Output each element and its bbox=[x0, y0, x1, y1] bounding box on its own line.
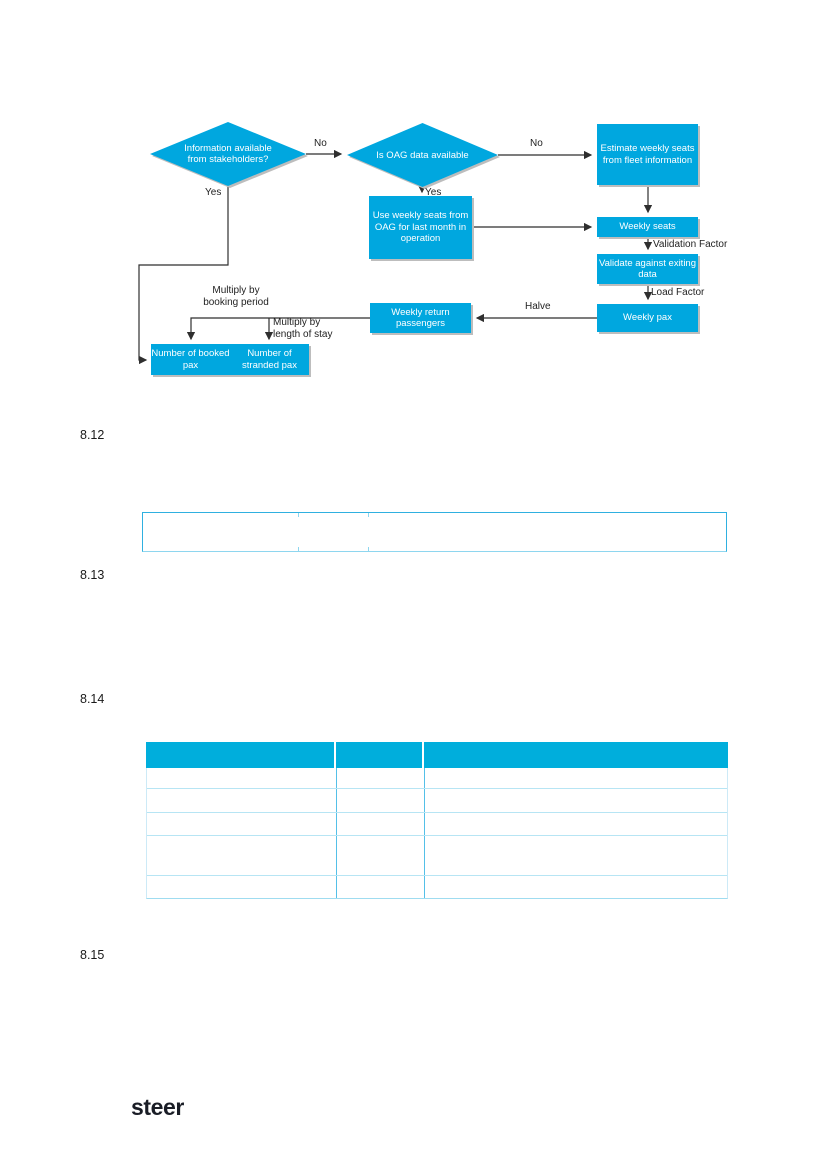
edge-label-multiply-booking-period: Multiply by booking period bbox=[203, 285, 269, 308]
node-use-weekly-seats-oag: Use weekly seats from OAG for last month… bbox=[369, 196, 472, 259]
edge-label-load-factor: Load Factor bbox=[651, 287, 705, 298]
data-table bbox=[146, 742, 728, 899]
table-cell bbox=[147, 836, 336, 875]
edge-label-no-2: No bbox=[530, 138, 543, 149]
edge-label-yes-2: Yes bbox=[425, 187, 442, 198]
table-cell bbox=[147, 768, 336, 788]
node-number-booked-pax: Number of booked pax bbox=[151, 344, 230, 375]
node-number-stranded-pax: Number of stranded pax bbox=[230, 344, 309, 375]
decision-label: Is OAG data available bbox=[376, 149, 469, 161]
table-cell bbox=[147, 876, 336, 898]
edge-label-halve: Halve bbox=[525, 301, 551, 312]
steer-logo: steer bbox=[131, 1094, 184, 1120]
table-cell bbox=[424, 768, 727, 788]
table-row bbox=[147, 836, 727, 876]
node-validate-against-exiting-data: Validate against exiting data bbox=[597, 254, 698, 284]
paragraph-number-8-15: 8.15 bbox=[80, 948, 105, 962]
table-cell bbox=[424, 876, 727, 898]
flowchart-connectors bbox=[138, 149, 653, 365]
table-header-cell bbox=[146, 742, 336, 768]
paragraph-number-8-12: 8.12 bbox=[80, 428, 105, 442]
table-cell bbox=[147, 789, 336, 812]
edge-label-validation-factor: Validation Factor bbox=[653, 239, 728, 250]
table-cell bbox=[336, 836, 424, 875]
edge-label-yes-1: Yes bbox=[205, 187, 222, 198]
paragraph-number-8-13: 8.13 bbox=[80, 568, 105, 582]
node-estimate-weekly-seats: Estimate weekly seats from fleet informa… bbox=[597, 124, 698, 185]
callout-divider-tick bbox=[368, 547, 369, 551]
table-cell bbox=[336, 876, 424, 898]
table-header-cell bbox=[336, 742, 424, 768]
table-cell bbox=[424, 836, 727, 875]
node-weekly-return-passengers: Weekly return passengers bbox=[370, 303, 471, 333]
table-row bbox=[147, 876, 727, 898]
decision-info-from-stakeholders: Information available from stakeholders? bbox=[150, 122, 306, 186]
table-cell bbox=[424, 813, 727, 835]
node-weekly-seats: Weekly seats bbox=[597, 217, 698, 237]
callout-divider-tick bbox=[368, 513, 369, 517]
table-cell bbox=[147, 813, 336, 835]
table-cell bbox=[336, 813, 424, 835]
table-body bbox=[146, 768, 728, 899]
table-row bbox=[147, 768, 727, 789]
table-cell bbox=[424, 789, 727, 812]
decision-oag-data-available: Is OAG data available bbox=[347, 123, 498, 187]
node-weekly-pax: Weekly pax bbox=[597, 304, 698, 332]
empty-callout-box bbox=[142, 512, 727, 552]
callout-divider-tick bbox=[298, 513, 299, 517]
decision-label: Information available from stakeholders? bbox=[184, 143, 272, 165]
edge-label-multiply-length-of-stay: Multiply by length of stay bbox=[273, 317, 333, 340]
table-header-cell bbox=[424, 742, 728, 768]
table-row bbox=[147, 813, 727, 836]
paragraph-number-8-14: 8.14 bbox=[80, 692, 105, 706]
table-row bbox=[147, 789, 727, 813]
table-cell bbox=[336, 768, 424, 788]
table-header-row bbox=[146, 742, 728, 768]
edge-label-no-1: No bbox=[314, 138, 327, 149]
callout-divider-tick bbox=[298, 547, 299, 551]
table-cell bbox=[336, 789, 424, 812]
